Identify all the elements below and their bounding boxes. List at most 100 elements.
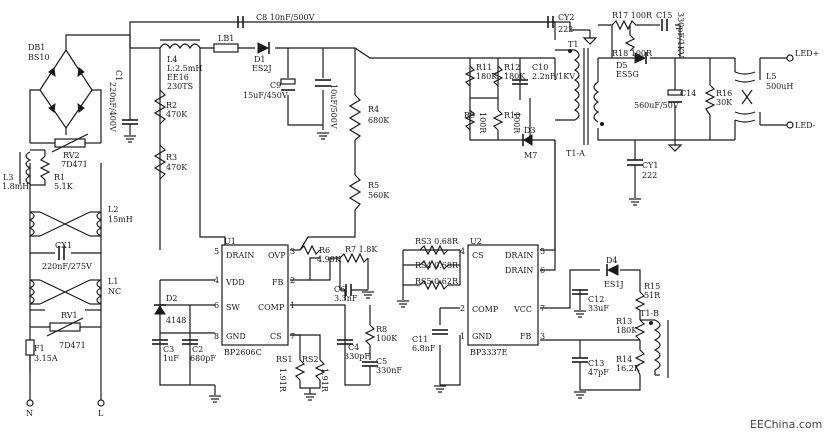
u1-pin8-number: 8 [214, 332, 219, 341]
r16-value: 30K [716, 98, 733, 107]
terminal-line: L [98, 409, 104, 418]
r3-value: 470K [166, 163, 188, 172]
c5-value: 330nF [376, 366, 402, 375]
r12-ref: R12 [504, 63, 520, 72]
c9-value: 15uF/450V [243, 91, 288, 100]
r6-ref: R6 [319, 246, 330, 255]
aux-winding-t1b: T1-B [640, 309, 669, 378]
t1-ref: T1 [568, 40, 578, 49]
r6-value: 4.99K [317, 255, 342, 264]
c4-ref: C4 [348, 343, 359, 352]
d1-ref: D1 [254, 55, 266, 64]
r11-ref: R11 [476, 63, 492, 72]
d2-ref: D2 [166, 294, 178, 303]
output-led-minus: LED- [795, 121, 816, 130]
resistor-r17: R17 100R [611, 11, 653, 31]
r14-ref: R14 [616, 355, 632, 364]
r7-label: R7 1.8K [345, 245, 378, 254]
rv1-ref: RV1 [61, 311, 78, 320]
resistor-r10: R10 100R [492, 98, 521, 140]
d5-value: ES5G [616, 70, 639, 79]
f1-value: 3.15A [34, 354, 58, 363]
resistor-r9: R9 100R [464, 109, 487, 134]
u1-pin-drain: DRAIN [226, 251, 254, 260]
c3-value: 1uF [163, 354, 179, 363]
resistor-r11: R11 180K [464, 63, 498, 87]
mains-terminals: N L [26, 399, 105, 418]
rs4-label: RS4 0.68R [415, 261, 459, 270]
c2-value: 680pF [190, 354, 216, 363]
r13-ref: R13 [616, 317, 632, 326]
capacitor-c13: C13 47pF [572, 357, 609, 399]
d3-value: M7 [524, 151, 537, 160]
terminal-neutral: N [26, 409, 33, 418]
capacitor-c6: C6 3.3nF [334, 258, 375, 303]
transformer-t1: T1 T1-A [555, 40, 604, 158]
c15-ref: C15 [656, 11, 672, 20]
rs1-value: 1.91R [278, 368, 287, 393]
diode-d3: D3 M7 [522, 126, 537, 160]
r1-value: 5.1K [54, 182, 74, 191]
choke-l1: L1 NC [28, 277, 121, 305]
u2-pin-fb: FB [520, 332, 532, 341]
t1b-ref: T1-B [640, 309, 659, 318]
resistor-r1: R1 5.1K [30, 149, 74, 191]
c14-ref: C14 [680, 89, 696, 98]
rs2-ref: RS2 [302, 355, 319, 364]
u1-pin-ovp: OVP [268, 251, 286, 260]
f1-ref: F1 [34, 344, 45, 353]
r4-ref: R4 [368, 105, 379, 114]
resistor-rs1: RS1 1.91R [276, 355, 306, 393]
controller-u2: U2 BP3337E 4 2 1 5 6 7 3 CS COMP GND DRA… [460, 237, 545, 357]
inductor-l3: L3 1.8mH [2, 151, 32, 191]
c13-value: 47pF [588, 368, 609, 377]
resistor-r12: R12 180K [492, 63, 526, 87]
l4-value: L:2.5mH [167, 64, 202, 73]
u1-pin5-number: 5 [214, 247, 219, 256]
c5-ref: C5 [376, 357, 387, 366]
c6-value: 3.3nF [334, 294, 358, 303]
r11-value: 180K [476, 72, 498, 81]
r16-ref: R16 [716, 89, 732, 98]
u2-pin3-number: 3 [540, 332, 545, 341]
t1a-ref: T1-A [566, 149, 585, 158]
u2-pin-gnd: GND [472, 332, 492, 341]
u1-pin-comp: COMP [258, 303, 285, 312]
resistor-r16: R16 30K [704, 84, 733, 116]
l1-value: NC [108, 287, 121, 296]
l4-core: EE16 [167, 73, 189, 82]
choke-l5: L5 500uH [734, 58, 793, 125]
capacitor-c3: C3 1uF [152, 339, 179, 363]
c3-ref: C3 [163, 345, 174, 354]
db1-value: BS10 [28, 53, 50, 62]
u1-pin-fb: FB [272, 278, 284, 287]
l5-ref: L5 [766, 72, 776, 81]
inductor-l4: L4 L:2.5mH EE16 230TS [159, 39, 202, 91]
cx1-value: 220nF/275V [42, 262, 92, 271]
u1-pin7-number: 7 [290, 332, 295, 341]
r5-ref: R5 [368, 181, 379, 190]
r13-value: 180K [616, 326, 638, 335]
c4-value: 330pF [344, 352, 370, 361]
c1-value: 220nF/400V [108, 82, 117, 132]
d1-value: ES2J [252, 64, 272, 73]
c14-value: 560uF/50V [634, 101, 679, 110]
resistor-r3: R3 470K [153, 144, 188, 180]
c6-ref: C6 [334, 285, 345, 294]
u2-pin-comp: COMP [472, 305, 499, 314]
r12-value: 180K [504, 72, 526, 81]
capacitor-c15: C15 330pF/1KV [656, 11, 685, 58]
diode-d4: D4 ES1J [604, 256, 624, 289]
r5-value: 560K [368, 191, 390, 200]
varistor-rv2: RV2 7D471 [51, 133, 89, 169]
watermark: EEChina.com [750, 418, 822, 431]
capacitor-c4: C4 330pF [337, 339, 370, 361]
r9-ref: R9 [464, 111, 475, 120]
c7-value: 10uF/500V [329, 84, 338, 129]
cy2-ref: CY2 [558, 13, 575, 22]
c15-value: 330pF/1KV [676, 12, 685, 58]
l4-ref: L4 [167, 55, 177, 64]
r4-value: 680K [368, 116, 390, 125]
rv1-value: 7D471 [59, 341, 86, 350]
r10-ref: R10 [504, 111, 520, 120]
